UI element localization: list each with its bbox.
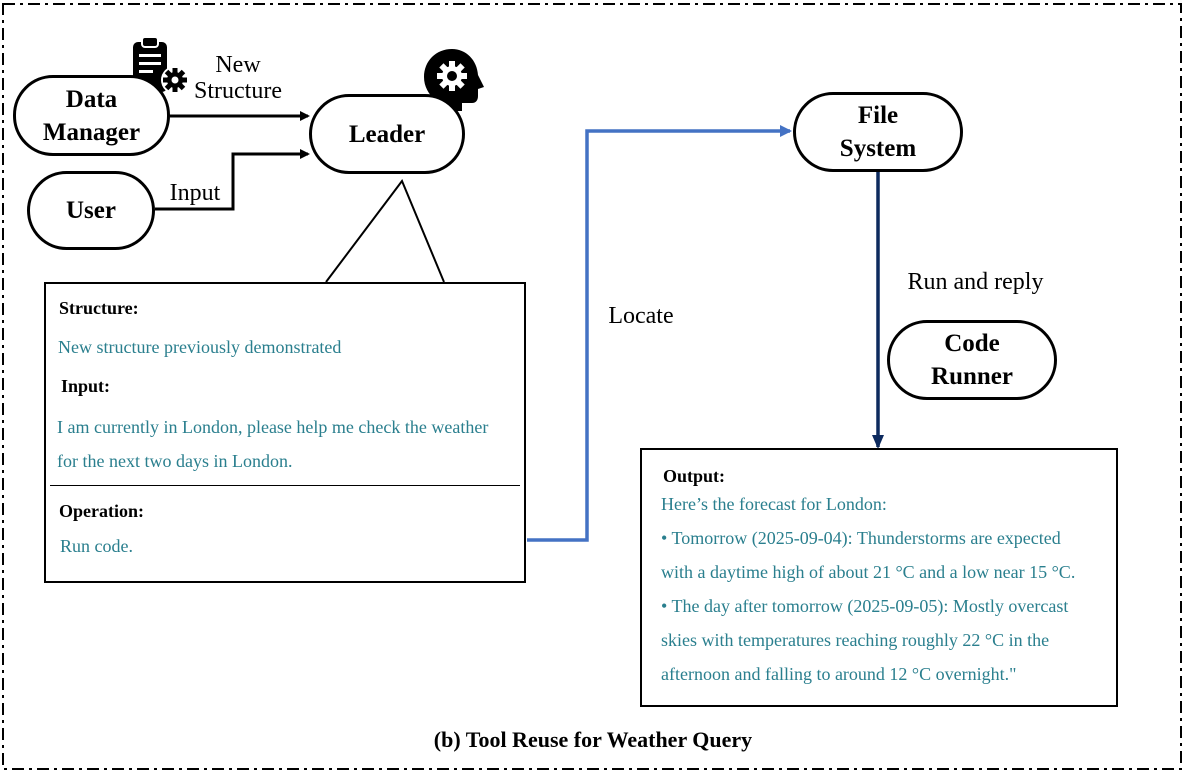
output-line2: • Tomorrow (2025-09-04): Thunderstorms a… [661,528,1061,548]
output-line5: skies with temperatures reaching roughly… [661,630,1050,650]
operation-text: Run code. [60,536,133,556]
output-line1: Here’s the forecast for London: [661,494,887,514]
structure-text: New structure previously demonstrated [58,337,342,357]
output-line3: with a daytime high of about 21 °C and a… [661,562,1076,582]
code-runner-node: Code Runner [887,320,1057,400]
output-box: Output: Here’s the forecast for London: … [640,448,1118,707]
file-system-node: File System [793,92,963,172]
box-divider [50,485,520,486]
edge-user-leader [155,149,310,211]
leader-detail-box: Structure: New structure previously demo… [44,282,526,583]
edge-label-run-and-reply: Run and reply [907,269,1044,295]
leader-callout-pointer [325,179,445,283]
output-label: Output: [663,466,726,486]
figure-caption: (b) Tool Reuse for Weather Query [433,727,753,752]
output-line4: • The day after tomorrow (2025-09-05): M… [661,596,1069,616]
clipboard-gear-icon [133,36,189,94]
leader-node: Leader [309,94,465,174]
edge-locate [527,125,792,542]
outer-frame [2,3,1182,770]
head-gear-icon [424,49,484,111]
operation-label: Operation: [59,501,144,521]
edge-label-input: Input [169,180,221,206]
user-node: User [27,171,155,250]
input-text-line1: I am currently in London, please help me… [57,417,489,437]
edge-label-locate: Locate [608,303,674,329]
edge-label-new-structure: New Structure [194,52,282,104]
output-line6: afternoon and falling to around 12 °C ov… [661,664,1017,684]
structure-label: Structure: [59,298,139,318]
input-label: Input: [61,376,111,396]
data-manager-node: Data Manager [13,75,170,156]
edge-run-and-reply-head [872,435,884,449]
input-text-line2: for the next two days in London. [57,451,293,471]
